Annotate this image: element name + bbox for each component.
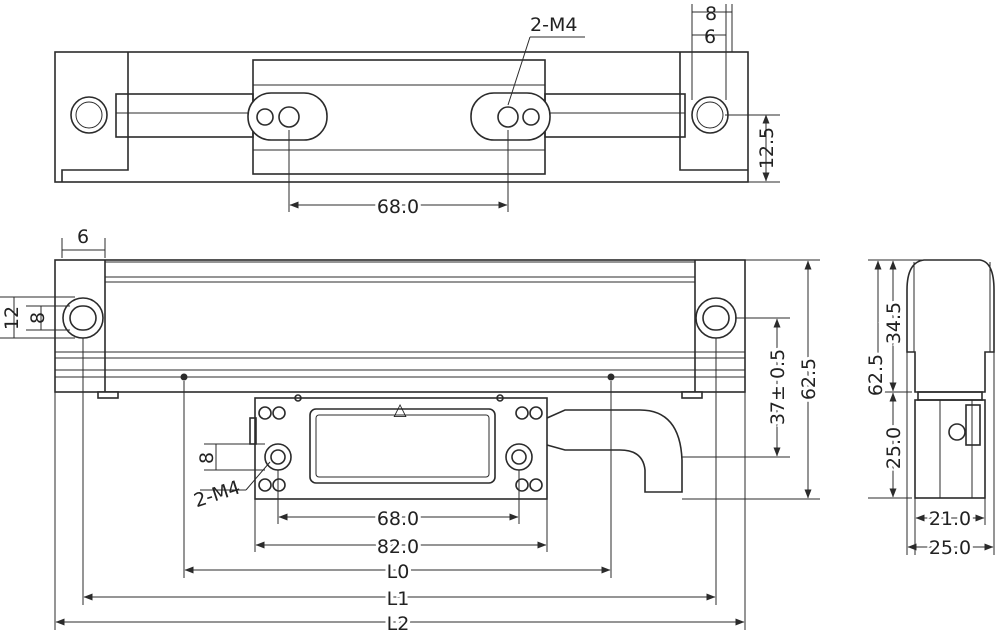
front-dim-12-label: 12 [1, 306, 23, 330]
side-dim-25-label: 25.0 [883, 427, 905, 469]
reader-width-label: 82.0 [377, 536, 419, 558]
top-view: 68.0 2-M4 8 6 12.5 [54, 3, 780, 221]
side-width-25-label: 25.0 [929, 537, 971, 559]
front-view: △ 6 12 8 37± 0.5 [0, 226, 823, 634]
top-spacing-label: 68.0 [377, 196, 419, 218]
length-L2-label: L2 [387, 613, 410, 634]
front-dim-37-label: 37± 0.5 [767, 349, 789, 425]
front-dim-62-5-label: 62.5 [798, 358, 820, 400]
front-dim-8-label: 8 [27, 312, 49, 324]
top-dim-8-label: 8 [705, 3, 717, 25]
side-width-21-label: 21.0 [929, 508, 971, 530]
reader-spacing-label: 68.0 [377, 508, 419, 530]
reader-thread-label: 2-M4 [191, 477, 243, 513]
reader-arrow-mark: △ [393, 400, 407, 420]
length-L0-label: L0 [387, 561, 410, 583]
top-thread-label: 2-M4 [530, 14, 577, 36]
reader-dim-8-label: 8 [196, 452, 218, 464]
top-dim-12-5-label: 12.5 [756, 127, 778, 169]
top-dim-6-label: 6 [704, 26, 716, 48]
side-dim-34-5-label: 34.5 [883, 302, 905, 344]
front-dim-6-label: 6 [77, 226, 89, 248]
side-view: 62.5 34.5 25.0 21.0 25.0 [862, 259, 995, 562]
length-L1-label: L1 [387, 588, 410, 610]
side-dim-62-5-label: 62.5 [865, 354, 887, 396]
